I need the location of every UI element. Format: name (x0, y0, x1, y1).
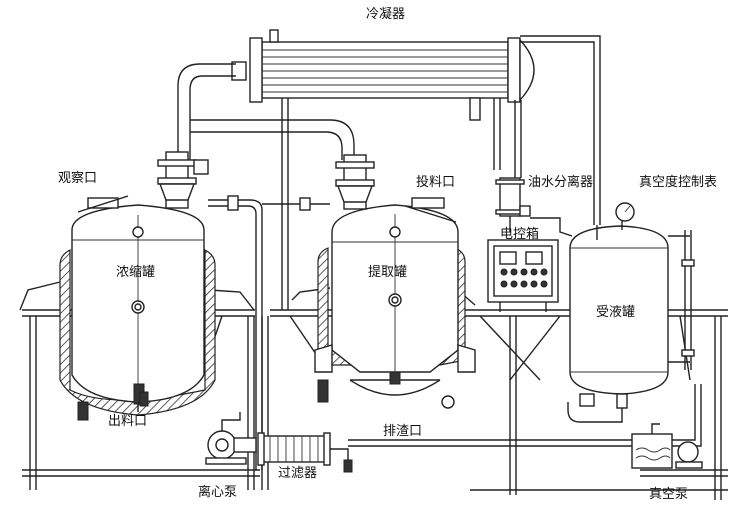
control-box (487, 239, 559, 312)
receiving-tank (569, 202, 695, 409)
label-vacuum-gauge: 真空度控制表 (639, 175, 718, 190)
label-discharge-port: 出料口 (108, 414, 148, 429)
label-receiving-tank: 受液罐 (596, 305, 636, 320)
extraction-tank (314, 154, 476, 409)
condenser (231, 29, 535, 121)
label-observation-port: 观察口 (58, 171, 98, 186)
oil-water-separator (495, 177, 531, 232)
label-concentration-tank: 浓缩罐 (116, 265, 156, 280)
label-oil-water-separator: 油水分离器 (528, 175, 594, 190)
vacuum-pump (631, 423, 703, 469)
label-residue-port: 排渣口 (383, 424, 423, 439)
centrifugal-pump (205, 412, 257, 465)
label-condenser: 冷凝器 (366, 7, 406, 22)
filter (257, 432, 353, 473)
label-vacuum-pump: 真空泵 (649, 487, 689, 502)
label-filter: 过滤器 (278, 466, 318, 481)
label-extraction-tank: 提取罐 (368, 265, 408, 280)
label-feed-port: 投料口 (416, 175, 456, 190)
concentration-tank (59, 151, 216, 421)
label-control-box: 电控箱 (500, 227, 540, 242)
label-centrifugal-pump: 离心泵 (198, 485, 238, 500)
